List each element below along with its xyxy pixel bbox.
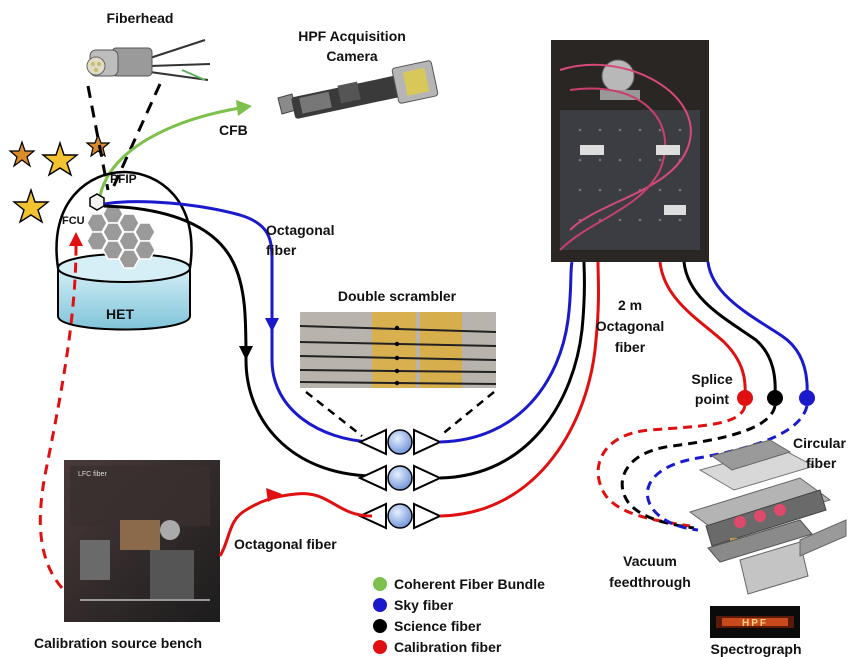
double-scrambler-label: Double scrambler — [338, 288, 457, 304]
sky-fiber-arrow-icon — [265, 318, 279, 332]
sky-fiber-dashed-path — [646, 405, 809, 532]
fiberhead-label: Fiberhead — [107, 10, 174, 26]
fcu-arrow-icon — [69, 232, 83, 246]
octagonal-2m-label-line2: Octagonal — [596, 318, 664, 334]
calibration-fiber-arrow-icon — [266, 488, 282, 502]
lfc-fiber-label: LFC fiber — [78, 471, 107, 478]
legend-swatch-sky — [373, 598, 387, 612]
circular-fiber-label-line2: fiber — [806, 455, 837, 471]
calibration-to-fcu-path — [38, 245, 78, 589]
acquisition-camera-image — [277, 60, 439, 119]
star-icon — [8, 140, 36, 168]
splice-point-calibration — [737, 390, 753, 406]
spectrograph-image — [688, 439, 847, 595]
octagonal-fiber-label-line1: Octagonal — [266, 222, 334, 238]
calibration-bench-image: LFC fiber — [64, 460, 220, 622]
legend-swatch-cfb — [373, 577, 387, 591]
star-icon — [41, 140, 79, 177]
legend-label-science: Science fiber — [394, 618, 482, 634]
pfip-icon — [89, 193, 105, 211]
calibration-fiber-out-path — [439, 261, 600, 518]
science-fiber-splice-path — [682, 261, 777, 397]
scrambler-sky — [357, 428, 443, 456]
splice-point-label-line1: Splice — [691, 371, 732, 387]
scrambler-zoom-line — [305, 391, 363, 437]
legend-label-sky: Sky fiber — [394, 597, 454, 613]
calibration-fiber-dashed-path — [596, 405, 747, 528]
scrambler-zoom-line — [439, 391, 495, 437]
star-icon — [12, 187, 50, 224]
legend: Coherent Fiber Bundle Sky fiber Science … — [373, 576, 545, 655]
scrambler-calibration — [357, 502, 443, 530]
legend-swatch-science — [373, 619, 387, 633]
scrambler-science — [357, 464, 443, 492]
science-fiber-arrow-icon — [239, 346, 253, 360]
splice-point-science — [767, 390, 783, 406]
het-label: HET — [106, 306, 134, 322]
cfb-arrowhead-icon — [236, 100, 252, 116]
hpf-logo-text: HPF — [742, 618, 768, 629]
scrambler-units — [357, 428, 443, 530]
circular-fiber-label-line1: Circular — [793, 435, 846, 451]
acquisition-camera-label-line1: HPF Acquisition — [298, 28, 406, 44]
double-scrambler-image — [299, 312, 497, 388]
sky-fiber-splice-path — [706, 261, 809, 397]
pfip-label: PFIP — [110, 172, 137, 186]
spectrograph-label: Spectrograph — [710, 641, 801, 657]
calibration-bench-label: Calibration source bench — [34, 635, 202, 651]
calibration-fiber-splice-path — [658, 261, 747, 397]
fiberhead-pointer-line — [86, 85, 110, 191]
fiberhead-image — [86, 39, 211, 81]
sky-fiber-out-path — [439, 261, 574, 444]
science-fiber-out-path — [439, 261, 586, 480]
octagonal-2m-label-line3: fiber — [615, 339, 646, 355]
cfb-fiber-path — [98, 106, 241, 197]
fcu-label: FCU — [62, 215, 85, 227]
vacuum-feedthrough-label-line2: feedthrough — [609, 574, 691, 590]
science-fiber-path — [103, 204, 373, 478]
splice-point-sky — [799, 390, 815, 406]
legend-label-cfb: Coherent Fiber Bundle — [394, 576, 545, 592]
legend-swatch-calibration — [373, 640, 387, 654]
acquisition-camera-label-line2: Camera — [326, 48, 378, 64]
cfb-label: CFB — [219, 122, 248, 138]
sky-fiber-path — [103, 200, 373, 444]
spectrograph-enclosure-image — [551, 40, 709, 262]
splice-point-label-line2: point — [695, 391, 730, 407]
octagonal-2m-label-line1: 2 m — [618, 297, 642, 313]
het-telescope — [55, 170, 193, 331]
science-fiber-dashed-path — [620, 405, 777, 530]
octagonal-fiber-calibration-label: Octagonal fiber — [234, 536, 337, 552]
legend-label-calibration: Calibration fiber — [394, 639, 502, 655]
octagonal-fiber-label-line2: fiber — [266, 242, 297, 258]
stars — [8, 133, 111, 224]
vacuum-feedthrough-label-line1: Vacuum — [623, 553, 677, 569]
